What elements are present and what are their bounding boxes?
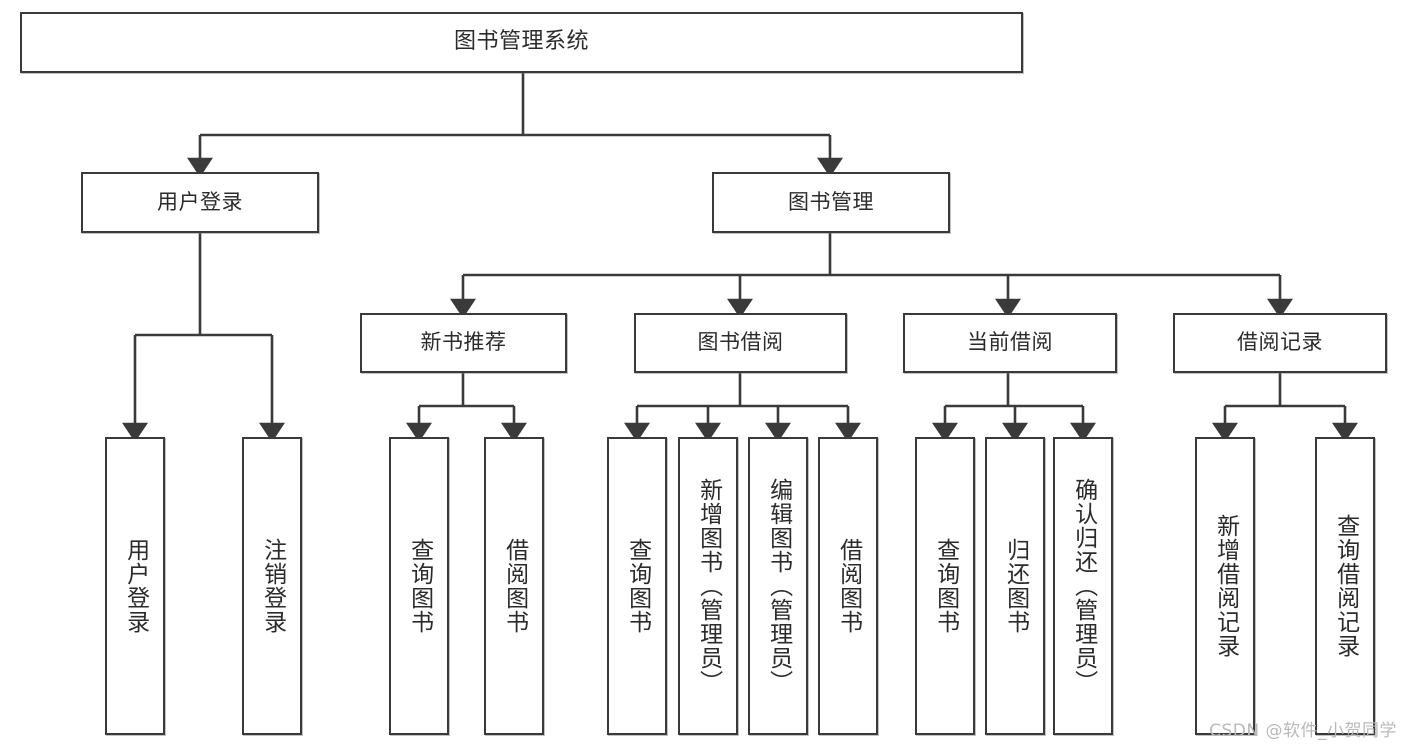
node-leaf-borrow-book-2[interactable]: 借阅图书 [818, 437, 878, 735]
node-root-label: 图书管理系统 [453, 29, 589, 55]
node-leaf-return-book[interactable]: 归还图书 [985, 437, 1045, 735]
node-leaf-query-book-3[interactable]: 查询图书 [915, 437, 975, 735]
csdn-watermark: CSDN @软件_小贺同学 [1209, 721, 1397, 741]
node-leaf-logout-label: 注销登录 [259, 538, 286, 634]
node-leaf-query-book-1[interactable]: 查询图书 [389, 437, 449, 735]
node-leaf-borrow-book-1[interactable]: 借阅图书 [484, 437, 544, 735]
node-borrow-record[interactable]: 借阅记录 [1173, 313, 1387, 373]
node-leaf-add-book-label: 新增图书（管理员） [695, 478, 722, 694]
node-current-borrow[interactable]: 当前借阅 [903, 313, 1117, 373]
node-book-borrow[interactable]: 图书借阅 [634, 313, 847, 373]
node-leaf-query-book-2-label: 查询图书 [624, 538, 651, 634]
node-leaf-borrow-book-2-label: 借阅图书 [835, 538, 862, 634]
node-new-book-rec-label: 新书推荐 [420, 330, 507, 355]
node-leaf-query-book-2[interactable]: 查询图书 [607, 437, 667, 735]
node-leaf-add-record[interactable]: 新增借阅记录 [1195, 437, 1255, 735]
node-borrow-record-label: 借阅记录 [1237, 330, 1323, 355]
node-leaf-user-login[interactable]: 用户登录 [105, 437, 165, 735]
node-leaf-query-book-3-label: 查询图书 [932, 538, 959, 634]
node-leaf-edit-book[interactable]: 编辑图书（管理员） [748, 437, 808, 735]
node-book-manage[interactable]: 图书管理 [712, 172, 950, 233]
node-leaf-query-book-1-label: 查询图书 [406, 538, 433, 634]
node-root[interactable]: 图书管理系统 [20, 12, 1023, 73]
node-leaf-user-login-label: 用户登录 [122, 538, 149, 634]
node-leaf-return-book-label: 归还图书 [1002, 538, 1029, 634]
node-user-login[interactable]: 用户登录 [81, 172, 319, 233]
node-leaf-add-book[interactable]: 新增图书（管理员） [678, 437, 738, 735]
node-leaf-edit-book-label: 编辑图书（管理员） [765, 478, 792, 694]
node-book-manage-label: 图书管理 [788, 189, 874, 214]
node-leaf-confirm-return[interactable]: 确认归还（管理员） [1053, 437, 1113, 735]
node-user-login-label: 用户登录 [157, 189, 243, 214]
node-leaf-query-record[interactable]: 查询借阅记录 [1315, 437, 1375, 735]
node-book-borrow-label: 图书借阅 [697, 330, 784, 355]
node-current-borrow-label: 当前借阅 [967, 330, 1053, 355]
node-leaf-confirm-return-label: 确认归还（管理员） [1070, 478, 1097, 694]
node-leaf-add-record-label: 新增借阅记录 [1212, 514, 1239, 658]
node-leaf-query-record-label: 查询借阅记录 [1332, 514, 1359, 658]
node-leaf-borrow-book-1-label: 借阅图书 [501, 538, 528, 634]
node-new-book-rec[interactable]: 新书推荐 [360, 313, 567, 373]
node-leaf-logout[interactable]: 注销登录 [242, 437, 302, 735]
